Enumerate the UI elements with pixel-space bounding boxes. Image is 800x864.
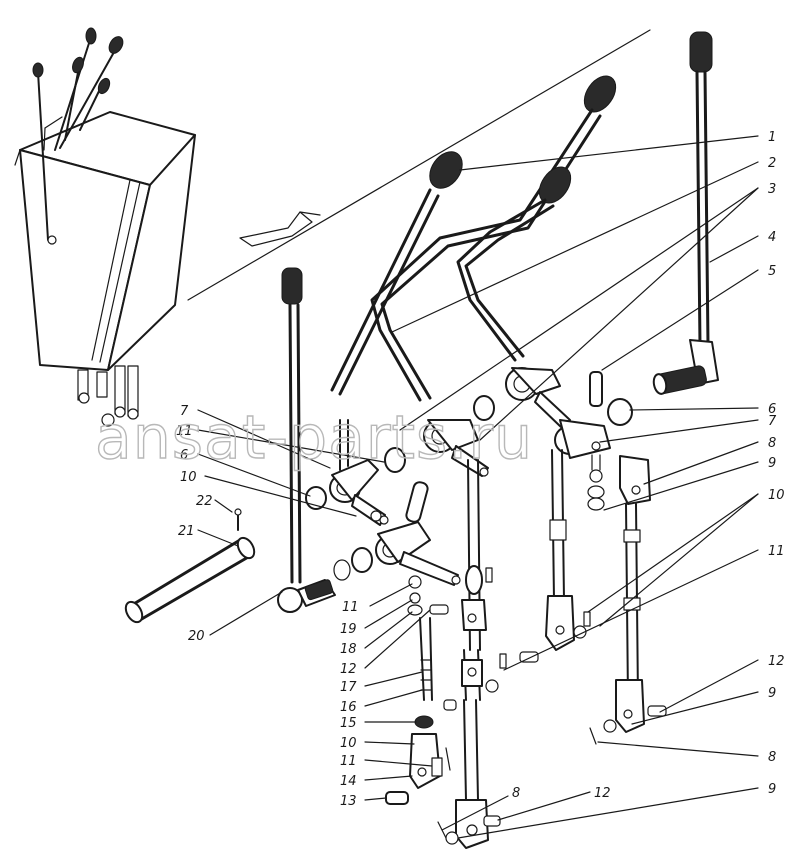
callout-19: 19 [340, 622, 357, 637]
callout-20: 20 [188, 629, 205, 644]
callout-11-center-b: 11 [340, 754, 357, 769]
callout-11: 11 [768, 544, 785, 559]
lever-4-knob [689, 31, 713, 73]
rod-assembly-left [333, 481, 461, 805]
callout-5: 5 [768, 264, 776, 279]
callout-18: 18 [340, 642, 357, 657]
right-bracket [554, 419, 611, 511]
callout-14: 14 [340, 774, 357, 789]
leader-lines [197, 135, 759, 839]
callout-4: 4 [768, 230, 776, 245]
callout-12-center: 12 [340, 662, 357, 677]
bushing-7 [384, 447, 406, 473]
box-levers [32, 27, 124, 245]
lever-1-knob [429, 151, 463, 189]
box-bottom-rods [77, 365, 139, 427]
callout-7: 7 [768, 414, 777, 429]
callouts-left: 7 11 6 10 22 21 20 [176, 404, 213, 644]
callouts-center: 11 19 18 12 17 16 15 10 11 14 13 8 12 [340, 600, 611, 809]
callout-9: 9 [768, 456, 776, 471]
callout-9b: 9 [768, 686, 776, 701]
callout-11-center: 11 [342, 600, 359, 615]
callout-3: 3 [768, 182, 776, 197]
callout-22: 22 [196, 494, 213, 509]
rod-assembly-right-a [545, 449, 591, 651]
callout-17: 17 [340, 680, 357, 695]
pin-5 [589, 371, 633, 426]
callout-12: 12 [768, 654, 785, 669]
callout-8b: 8 [768, 750, 776, 765]
callouts-right: 1 2 3 4 5 6 7 8 9 10 11 12 9 8 9 [768, 130, 785, 797]
callout-6-left: 6 [180, 448, 188, 463]
callout-12-center-b: 12 [594, 786, 611, 801]
bushing-6-right [607, 398, 633, 426]
callout-21: 21 [178, 524, 195, 539]
watermark: ansat-parts.ru [95, 403, 533, 473]
callout-6: 6 [768, 402, 776, 417]
control-box [14, 27, 196, 427]
callout-8: 8 [768, 436, 776, 451]
callout-10-center: 10 [340, 736, 357, 751]
callout-8-center: 8 [512, 786, 520, 801]
callout-10: 10 [768, 488, 785, 503]
lever-2-knob [583, 75, 617, 113]
callout-1: 1 [768, 130, 776, 145]
callout-16: 16 [340, 700, 357, 715]
callout-13: 13 [340, 794, 357, 809]
rod-assembly-center [437, 459, 539, 849]
control-box-side [107, 134, 196, 371]
direction-arrow [187, 29, 651, 301]
lever-20 [277, 267, 336, 613]
lever-1 [305, 151, 463, 526]
lever-20-knob [281, 267, 303, 305]
callout-2: 2 [768, 156, 776, 171]
lever-2 [370, 75, 617, 477]
callout-11-left: 11 [176, 424, 193, 439]
lever-4 [652, 31, 719, 395]
shaft-21 [124, 508, 256, 624]
lever-3 [456, 166, 572, 429]
bushing-2 [473, 395, 495, 421]
callout-15: 15 [340, 716, 357, 731]
callout-9c: 9 [768, 782, 776, 797]
callout-10-left: 10 [180, 470, 197, 485]
callout-7-left: 7 [180, 404, 189, 419]
rod-assembly-right-b [589, 455, 667, 745]
